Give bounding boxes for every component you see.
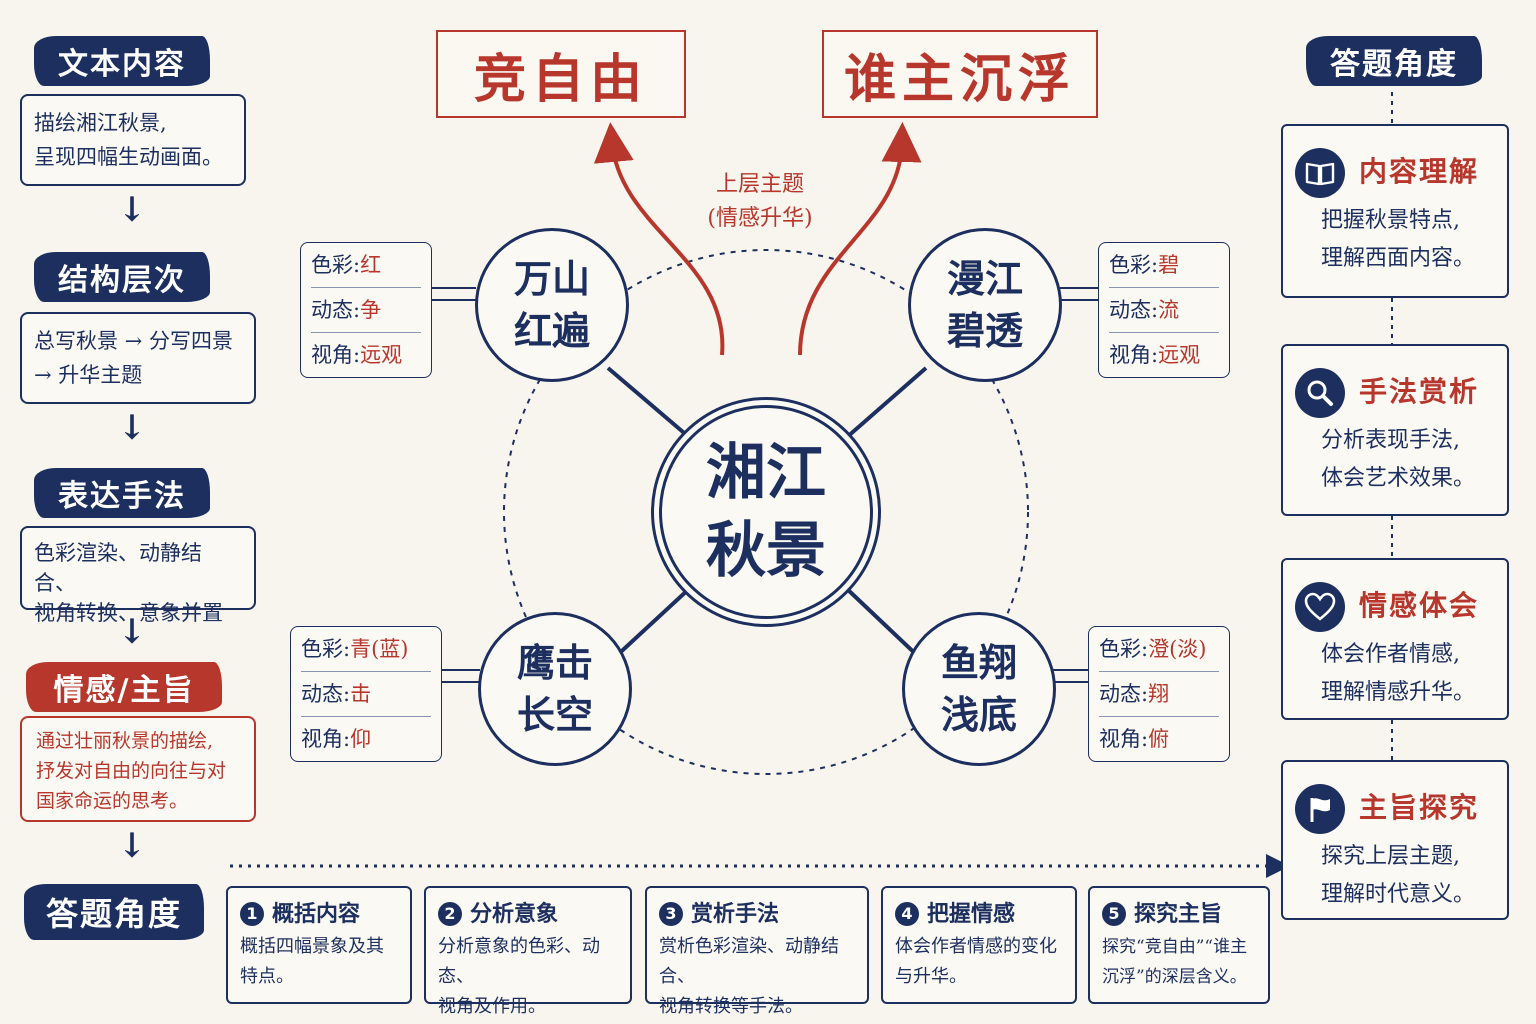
left-theme-box: 竞自由 — [436, 30, 686, 118]
center-circle: 湘江 秋景 — [659, 405, 873, 619]
search-icon — [1295, 368, 1345, 418]
right-title-answer: 答题角度 — [1306, 36, 1482, 86]
left-title-content: 文本内容 — [34, 36, 210, 86]
down-arrow-4: ↓ — [117, 826, 147, 866]
circle-tr: 漫江 碧透 — [908, 228, 1062, 382]
right-card-theme: 主旨探究 探究上层主题,理解时代意义。 — [1281, 760, 1509, 920]
attr-box-tr: 色彩:碧 动态:流 视角:远观 — [1098, 242, 1230, 378]
circle-tl: 万山 红遍 — [475, 228, 629, 382]
left-box-techniques: 色彩渲染、动静结合、 视角转换、意象并置 — [20, 526, 256, 625]
left-box-structure: 总写秋景 → 分写四景 → 升华主题 — [20, 312, 256, 404]
circle-br: 鱼翔 浅底 — [902, 612, 1056, 766]
heart-icon — [1295, 582, 1345, 632]
right-card-emotion: 情感体会 体会作者情感,理解情感升华。 — [1281, 558, 1509, 720]
arrow-to-left-theme — [593, 122, 725, 356]
right-theme-box: 谁主沉浮 — [822, 30, 1098, 118]
right-card-technique: 手法赏析 分析表现手法,体会艺术效果。 — [1281, 344, 1509, 516]
attr-box-bl: 色彩:青(蓝) 动态:击 视角:仰 — [290, 626, 442, 762]
left-box-theme: 通过壮丽秋景的描绘, 抒发对自由的向往与对 国家命运的思考。 — [20, 716, 256, 822]
arrow-to-right-theme — [798, 122, 922, 356]
dashed-orbit — [503, 249, 1029, 775]
left-title-structure: 结构层次 — [34, 252, 210, 302]
spoke-br — [844, 586, 924, 662]
left-box-content: 描绘湘江秋景, 呈现四幅生动画面。 — [20, 94, 246, 186]
down-arrow-2: ↓ — [117, 408, 147, 448]
down-arrow-3: ↓ — [117, 612, 147, 652]
spoke-bl — [610, 586, 692, 662]
right-card-content: 内容理解 把握秋景特点,理解西面内容。 — [1281, 124, 1509, 298]
left-title-techniques: 表达手法 — [34, 468, 210, 518]
left-title-answer: 答题角度 — [24, 884, 204, 940]
attr-box-tl: 色彩:红 动态:争 视角:远观 — [300, 242, 432, 378]
left-title-theme: 情感/主旨 — [26, 662, 222, 712]
book-icon — [1295, 148, 1345, 198]
down-arrow-1: ↓ — [117, 190, 147, 230]
flag-icon — [1295, 784, 1345, 834]
upper-theme-label: 上层主题 (情感升华) — [707, 172, 813, 231]
attr-box-br: 色彩:澄(淡) 动态:翔 视角:俯 — [1088, 626, 1230, 762]
spoke-tl — [606, 366, 692, 440]
circle-bl: 鹰击 长空 — [478, 612, 632, 766]
spoke-tr — [844, 366, 928, 440]
